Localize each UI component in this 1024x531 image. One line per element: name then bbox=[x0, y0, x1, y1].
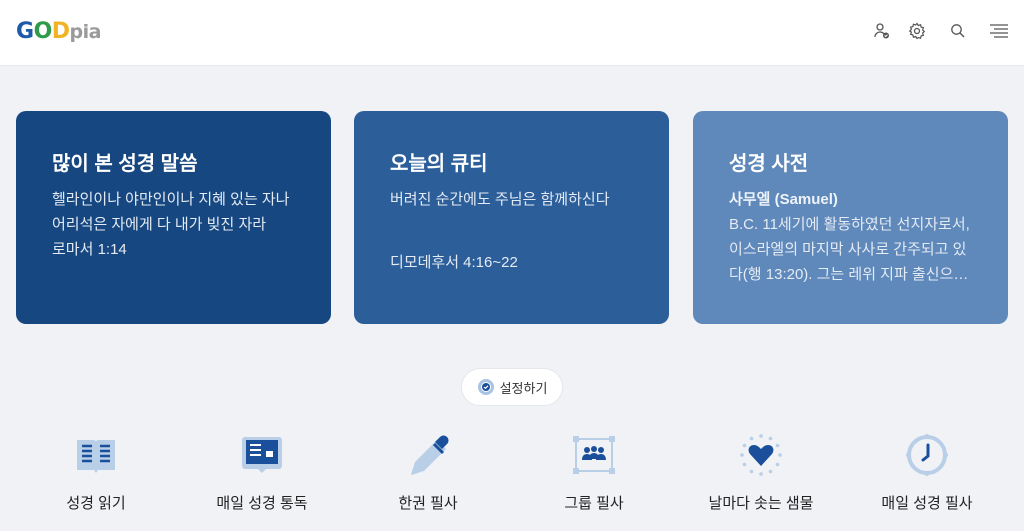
verse-reference: 로마서 1:14 bbox=[52, 241, 127, 258]
dictionary-term: 사무엘 (Samuel) bbox=[729, 191, 838, 208]
card-title: 성경 사전 bbox=[729, 153, 809, 175]
verse-text: 헬라인이나 야만인이나 지혜 있는 자나 어리석은 자에게 다 내가 빚진 자라 bbox=[52, 191, 290, 233]
menu-icon[interactable] bbox=[988, 20, 1010, 42]
open-book-icon bbox=[74, 433, 118, 477]
top-header: GODpia bbox=[0, 0, 1024, 66]
card-title: 오늘의 큐티 bbox=[390, 153, 488, 175]
quick-bible-reading[interactable]: 성경 읽기 bbox=[11, 433, 181, 513]
clock-icon bbox=[905, 433, 949, 477]
quick-daily-transcription[interactable]: 매일 성경 필사 bbox=[842, 433, 1012, 513]
godpia-logo[interactable]: GODpia bbox=[16, 19, 101, 44]
dictionary-definition: B.C. 11세기에 활동하였던 선지자로서, 이스라엘의 마지막 사사로 간주… bbox=[729, 216, 970, 283]
popular-verse-card[interactable]: 많이 본 성경 말씀 헬라인이나 야만인이나 지혜 있는 자나 어리석은 자에게… bbox=[16, 111, 331, 324]
qt-title: 버려진 순간에도 주님은 함께하신다 bbox=[390, 191, 610, 208]
gear-icon[interactable] bbox=[906, 20, 928, 42]
quick-book-transcription[interactable]: 한권 필사 bbox=[343, 433, 513, 513]
user-check-icon[interactable] bbox=[871, 20, 893, 42]
card-title: 많이 본 성경 말씀 bbox=[52, 153, 198, 175]
pencil-icon bbox=[406, 433, 450, 477]
search-icon[interactable] bbox=[947, 20, 969, 42]
quick-daily-spring[interactable]: 날마다 솟는 샘물 bbox=[676, 433, 846, 513]
qt-reference: 디모데후서 4:16~22 bbox=[390, 254, 518, 271]
quick-daily-reading[interactable]: 매일 성경 통독 bbox=[177, 433, 347, 513]
settings-button[interactable]: 설정하기 bbox=[461, 368, 563, 406]
quick-group-transcription[interactable]: 그룹 필사 bbox=[509, 433, 679, 513]
group-icon bbox=[572, 433, 616, 477]
daily-qt-card[interactable]: 오늘의 큐티 버려진 순간에도 주님은 함께하신다 디모데후서 4:16~22 bbox=[354, 111, 669, 324]
bible-dictionary-card[interactable]: 성경 사전 사무엘 (Samuel) B.C. 11세기에 활동하였던 선지자로… bbox=[693, 111, 1008, 324]
heart-icon bbox=[739, 433, 783, 477]
gear-badge-icon bbox=[477, 379, 494, 395]
settings-label: 설정하기 bbox=[499, 380, 548, 396]
daily-reading-icon bbox=[240, 433, 284, 477]
